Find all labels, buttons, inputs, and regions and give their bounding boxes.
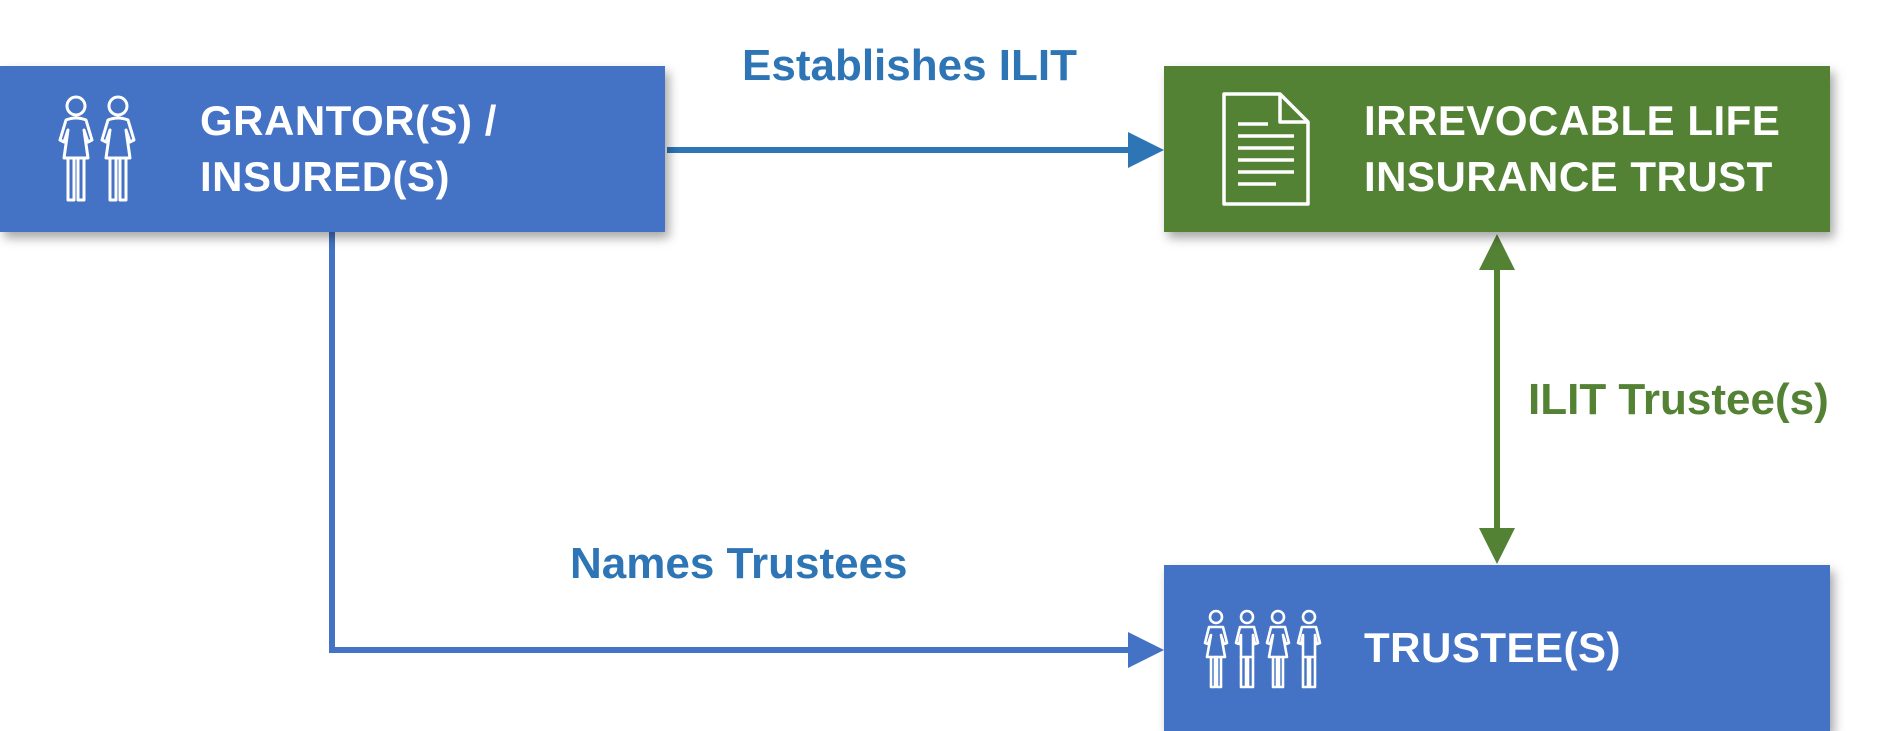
four-people-icon bbox=[1200, 609, 1328, 696]
trust-node: IRREVOCABLE LIFE INSURANCE TRUST bbox=[1164, 66, 1830, 232]
grantor-label: GRANTOR(S) / INSURED(S) bbox=[200, 97, 497, 200]
names-trustees-arrow bbox=[329, 232, 1164, 668]
two-people-icon bbox=[52, 94, 144, 211]
ilit-trustees-label: ILIT Trustee(s) bbox=[1528, 375, 1829, 424]
trustee-label: TRUSTEE(S) bbox=[1364, 624, 1621, 671]
names-trustees-label: Names Trustees bbox=[570, 539, 908, 588]
grantor-node: GRANTOR(S) / INSURED(S) bbox=[0, 66, 665, 232]
trustee-node: TRUSTEE(S) bbox=[1164, 565, 1830, 731]
establishes-ilit-label: Establishes ILIT bbox=[742, 41, 1077, 90]
trust-label: IRREVOCABLE LIFE INSURANCE TRUST bbox=[1364, 97, 1781, 200]
document-icon bbox=[1220, 90, 1312, 213]
